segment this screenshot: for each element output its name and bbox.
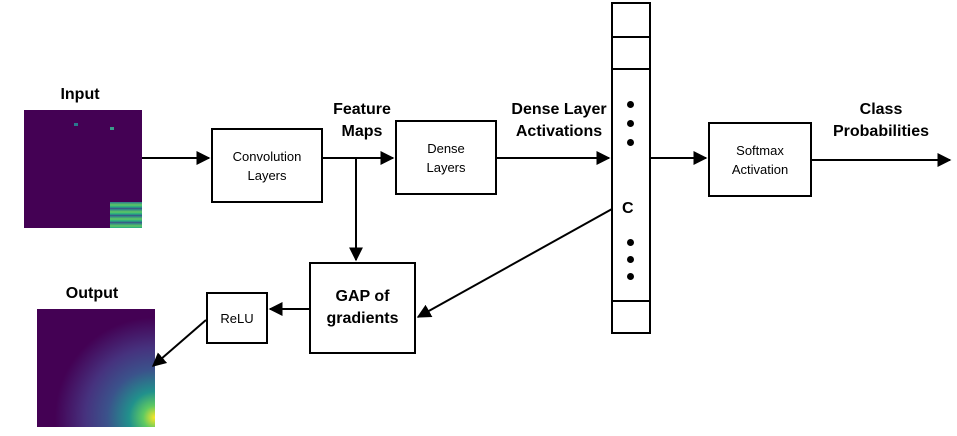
- arrow-c-to-gap: [416, 208, 613, 318]
- dense-line2: Layers: [426, 159, 466, 175]
- ellipsis-dot: [627, 256, 634, 263]
- output-image: [37, 309, 155, 427]
- arrow-relu-to-output: [151, 319, 207, 367]
- relu-box: ReLU: [206, 292, 268, 344]
- class-prob-line1: Class: [859, 101, 903, 118]
- feature-maps-label: Feature Maps: [322, 99, 402, 143]
- relu-label: ReLU: [220, 310, 254, 326]
- input-label: Input: [60, 86, 100, 103]
- gap-line2: gradients: [326, 310, 399, 327]
- softmax-line2: Activation: [731, 161, 789, 177]
- conv-line2: Layers: [247, 167, 287, 183]
- dense-line1: Dense: [427, 140, 465, 156]
- input-image: [24, 110, 142, 228]
- ellipsis-dot: [627, 139, 634, 146]
- conv-line1: Convolution: [232, 148, 302, 164]
- gap-of-gradients-box: GAP of gradients: [309, 262, 416, 354]
- gap-line1: GAP of: [335, 288, 390, 305]
- ellipsis-dot: [627, 239, 634, 246]
- softmax-line1: Softmax: [736, 142, 784, 158]
- vector-cell-bottom: [611, 300, 651, 334]
- ellipsis-dot: [627, 101, 634, 108]
- feature-maps-line1: Feature: [333, 101, 391, 118]
- vector-cell-2: [611, 36, 651, 70]
- class-prob-line2: Probabilities: [832, 123, 930, 140]
- class-probabilities-label: Class Probabilities: [818, 99, 944, 143]
- vector-cell-dots-upper: [611, 68, 651, 191]
- output-label: Output: [65, 285, 119, 302]
- dense-act-line1: Dense Layer: [511, 101, 607, 118]
- vector-cell-top: [611, 2, 651, 38]
- dense-act-line2: Activations: [515, 123, 603, 140]
- feature-maps-line2: Maps: [341, 123, 383, 140]
- ellipsis-dot: [627, 273, 634, 280]
- dense-layer-activations-label: Dense Layer Activations: [500, 99, 618, 143]
- ellipsis-dot: [627, 120, 634, 127]
- class-c-label: C: [622, 200, 634, 217]
